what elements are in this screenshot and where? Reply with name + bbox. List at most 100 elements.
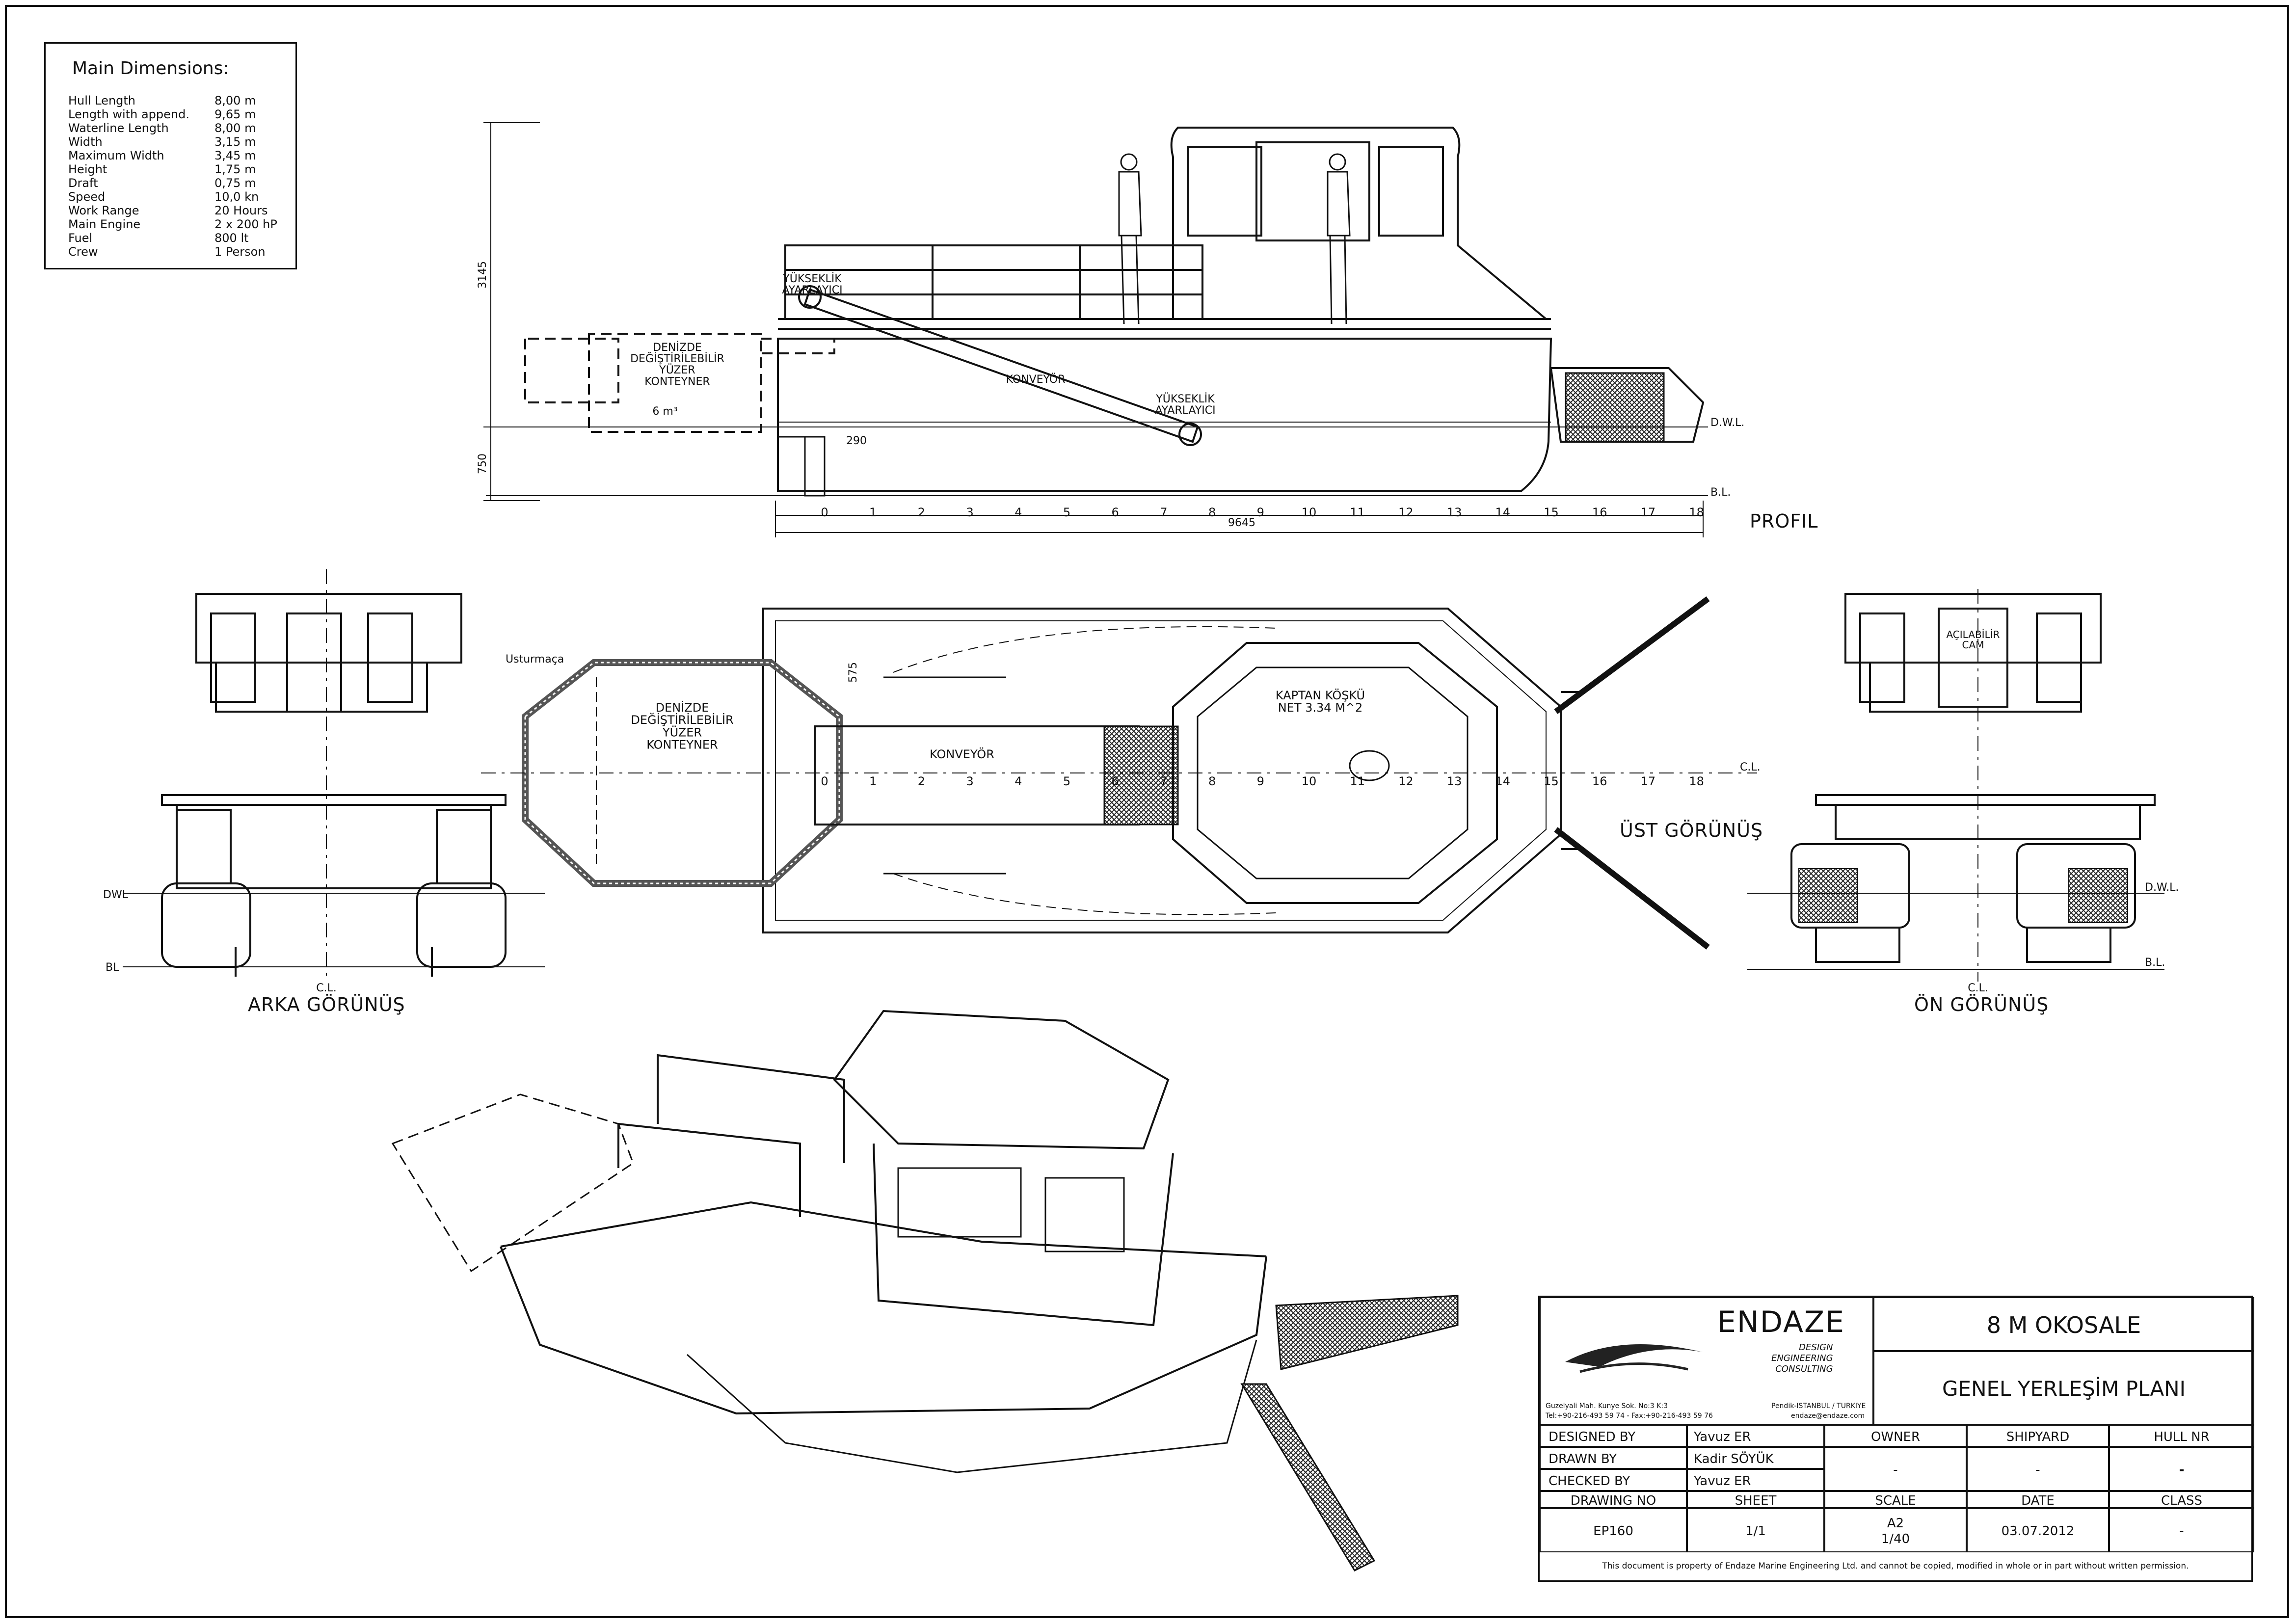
dimension-label: Hull Length [68, 94, 136, 107]
hull-nr-value: - [2179, 1463, 2185, 1477]
frame-number: 1 [869, 774, 877, 788]
height-adjuster-label: YÜKSEKLİK [782, 272, 842, 285]
height-adjuster-label: YÜKSEKLİK [1155, 393, 1215, 405]
dimension-label: Waterline Length [68, 121, 169, 135]
frame-number: 18 [1689, 506, 1704, 519]
company-address: Guzelyali Mah. Kunye Sok. No:3 K:3 [1546, 1402, 1668, 1410]
date-label: DATE [2021, 1493, 2055, 1508]
dimension-value: 9,65 m [214, 107, 256, 121]
dimension-label: Crew [68, 245, 98, 259]
company-email: endaze@endaze.com [1791, 1412, 1865, 1420]
frame-number: 10 [1302, 506, 1317, 519]
frame-number: 0 [821, 506, 828, 519]
dwl-label: DWL [103, 889, 129, 901]
bl-label: B.L. [2145, 957, 2165, 969]
company-name: ENDAZE [1717, 1305, 1845, 1339]
cabin-label: KAPTAN KÖŞKÜ [1276, 688, 1365, 702]
company-city: Pendik-ISTANBUL / TURKIYE [1771, 1402, 1866, 1410]
conveyor-label: KONVEYÖR [930, 747, 994, 761]
dimension-label: Main Engine [68, 217, 141, 231]
main-dimensions-title: Main Dimensions: [72, 58, 229, 79]
frame-number: 13 [1447, 506, 1462, 519]
perspective-view [391, 1010, 1459, 1571]
frame-number: 1 [869, 506, 877, 519]
company-tagline: DESIGN ENGINEERING CONSULTING [1771, 1342, 1833, 1374]
openable-glass-label: AÇILABİLİR [1946, 629, 2000, 640]
frame-number: 8 [1208, 506, 1216, 519]
drawing-no-label: DRAWING NO [1570, 1493, 1656, 1508]
conveyor-label: KONVEYÖR [1006, 373, 1066, 386]
sheet-label: SHEET [1735, 1493, 1777, 1508]
dimension-value: 2 x 200 hP [214, 217, 277, 231]
draft-dimension: 750 [477, 453, 489, 474]
bl-label: B.L. [1710, 486, 1731, 499]
container-label: KONTEYNER [646, 738, 718, 752]
drawing-no-value: EP160 [1593, 1524, 1633, 1539]
frame-number: 7 [1160, 506, 1167, 519]
frame-number: 11 [1350, 774, 1365, 788]
dimension-value: 20 Hours [214, 204, 268, 217]
frame-number: 3 [966, 774, 973, 788]
dimension-label: Fuel [68, 231, 93, 245]
profile-view [483, 122, 1708, 537]
container-label: DENİZDE [653, 341, 702, 354]
top-view [481, 596, 1757, 950]
frame-number: 10 [1302, 774, 1317, 788]
designed-by-label: DESIGNED BY [1548, 1430, 1636, 1444]
company-logo-cell: ENDAZE DESIGN ENGINEERING CONSULTING Guz… [1540, 1297, 1873, 1425]
container-label: DEĞİŞTİRİLEBİLİR [630, 352, 724, 365]
drawing-title-cell: GENEL YERLEŞİM PLANI [1873, 1351, 2254, 1425]
container-label: DEĞİŞTİRİLEBİLİR [631, 712, 733, 727]
project-cell: 8 M OKOSALE [1873, 1297, 2254, 1351]
frame-number: 4 [1015, 506, 1022, 519]
dimension-label: Height [68, 162, 107, 176]
project-name: 8 M OKOSALE [1986, 1312, 2141, 1338]
dimension-value: 3,15 m [214, 135, 256, 149]
dimension-label: Width [68, 135, 103, 149]
copyright-notice: This document is property of Endaze Mari… [1602, 1561, 2189, 1571]
container-label: KONTEYNER [644, 375, 710, 388]
drawing-sheet [5, 5, 2289, 1618]
frame-number: 14 [1495, 506, 1511, 519]
frame-number: 4 [1015, 774, 1022, 788]
scale-label: SCALE [1875, 1493, 1916, 1508]
dimension-label: Draft [68, 176, 98, 190]
designed-by-value: Yavuz ER [1694, 1430, 1751, 1444]
company-phone: Tel:+90-216-493 59 74 - Fax:+90-216-493 … [1546, 1412, 1713, 1420]
frame-number: 18 [1689, 774, 1704, 788]
cl-label: C.L. [316, 982, 337, 994]
volume-label: 6 m³ [652, 405, 677, 418]
owner-value: - [1893, 1463, 1898, 1477]
frame-number: 16 [1592, 506, 1607, 519]
scale-value: 1/40 [1881, 1532, 1910, 1546]
hull-nr-label: HULL NR [2154, 1430, 2210, 1444]
dimension-row: Width 3,15 m [68, 135, 277, 149]
dimension-label: Maximum Width [68, 149, 164, 162]
bl-label: BL [106, 961, 119, 974]
date-value: 03.07.2012 [2001, 1524, 2075, 1539]
container-label: YÜZER [659, 364, 695, 376]
offset-dimension: 290 [846, 435, 867, 447]
dwl-label: D.W.L. [1710, 417, 1744, 429]
class-label: CLASS [2161, 1493, 2203, 1508]
frame-number: 13 [1447, 774, 1462, 788]
title-block: ENDAZE DESIGN ENGINEERING CONSULTING Guz… [1538, 1296, 2254, 1582]
rear-view-title: ARKA GÖRÜNÜŞ [248, 994, 405, 1015]
frame-number: 15 [1544, 506, 1559, 519]
frame-number: 3 [966, 506, 973, 519]
height-dimension: 3145 [477, 261, 489, 289]
front-view-title: ÖN GÖRÜNÜŞ [1914, 994, 2049, 1015]
frame-number: 5 [1063, 506, 1070, 519]
frame-number: 9 [1257, 506, 1264, 519]
frame-number: 11 [1350, 506, 1365, 519]
height-adjuster-label: AYARLAYICI [782, 284, 842, 296]
profile-title: PROFIL [1750, 510, 1818, 532]
